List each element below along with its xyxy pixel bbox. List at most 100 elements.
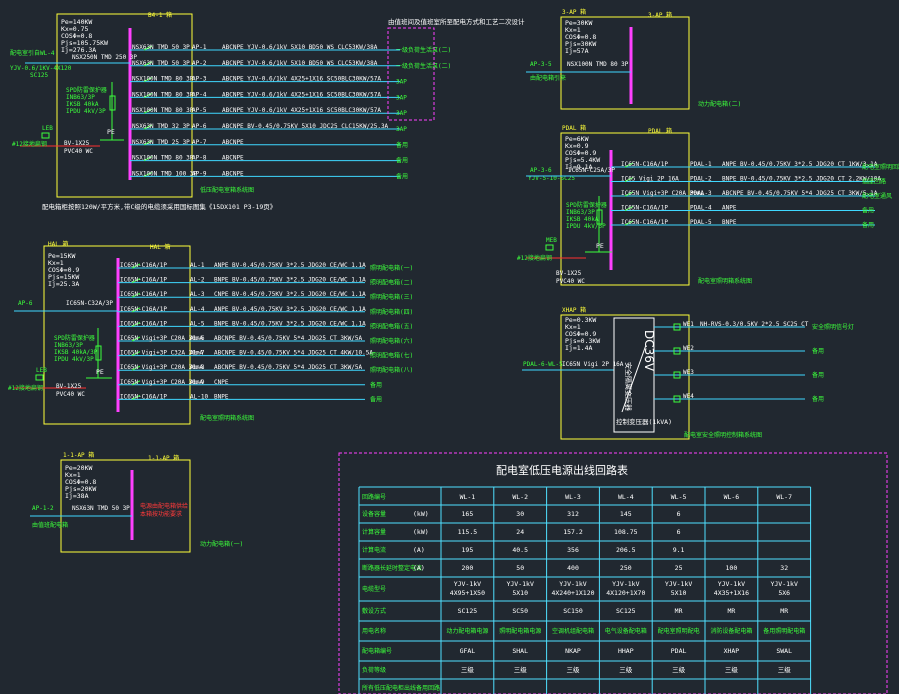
table-cell: YJV-1kV — [559, 580, 586, 588]
ground-cable: BV-1X25 — [56, 383, 82, 390]
breaker-symbol — [624, 191, 634, 197]
table-row-label: 计算容量 — [362, 528, 386, 536]
feeder-breaker: NSX100N TMD 80 3P — [132, 107, 194, 114]
ground-label: #12接地扁钢 — [517, 254, 552, 262]
incoming-breaker: IC65N-C32A/3P — [66, 300, 113, 307]
feeder-breaker: IC65N-C16A/1P — [120, 306, 167, 313]
incoming-breaker: IC65N-C25A/3P — [568, 167, 615, 174]
ground-conduit: PVC40 WC — [556, 278, 585, 285]
panel-caption: 低压配电室箱系统图 — [200, 186, 254, 194]
feeder-id: AP-9 — [192, 170, 207, 177]
feeder-breaker: IC65N-C16A/1P — [621, 205, 668, 212]
param-kx: Kx=1 — [65, 471, 81, 479]
panel-head-right: PDAL 箱 — [648, 127, 672, 135]
feeder-destination: 备用 — [812, 347, 824, 355]
param-kx: Kx=1 — [565, 26, 581, 34]
table-cell: 165 — [462, 510, 474, 518]
table-cell: 配电室照明配电 — [658, 627, 700, 635]
fuse-symbol — [673, 323, 681, 331]
panel-pdal: PDAL 箱 PDAL 箱 Pe=6KW Kx=0.9 COSΦ=0.9 Pjs… — [517, 124, 899, 286]
breaker-symbol — [131, 336, 141, 342]
table-cell: 50 — [516, 564, 524, 572]
table-cell: 动力配电箱电源 — [446, 627, 488, 635]
panel-head: 1-1-AP 箱 — [63, 451, 94, 459]
feeder-id: PDAL-2 — [690, 176, 712, 183]
feeder-breaker: IC65N-C16A/1P — [120, 393, 167, 400]
breaker-symbol — [143, 108, 153, 114]
feeder-breaker: IC65N-C16A/1P — [621, 219, 668, 226]
panel-head: B4-1 箱 — [148, 11, 172, 19]
feeder-spec: ANPE — [722, 205, 737, 212]
feeder-destination: 备用 — [396, 157, 408, 165]
meb-label: MEB — [546, 237, 557, 244]
table-cell: 108.75 — [614, 528, 638, 536]
feeder-destination: 备用 — [812, 371, 824, 379]
table-header-cell: WL-6 — [724, 493, 740, 501]
feeder-id: AL-6 — [190, 335, 205, 342]
breaker-symbol — [131, 394, 141, 400]
feeder-destination: 照明配电箱(二) — [370, 279, 413, 287]
breaker-symbol — [143, 171, 153, 177]
feeder-id: AP-1 — [192, 44, 207, 51]
feeder-id: AL-3 — [190, 291, 205, 298]
table-header-cell: WL-7 — [776, 493, 792, 501]
table-row-label: 断路器长延时整定电流 — [362, 564, 422, 572]
feeder-row: IC65 Vigi 2P 16A PDAL-2 BNPE BV-0.45/0.75K… — [611, 176, 886, 186]
table-cell: 400 — [567, 564, 579, 572]
feeder-breaker: IC65 Vigi 2P 16A — [621, 176, 679, 183]
table-cell: 电气设备配电箱 — [605, 627, 647, 635]
table-cell: 40.5 — [512, 546, 528, 554]
param-pe: Pe=15KW — [48, 252, 75, 260]
feeder-spec: ABCNPE — [222, 139, 244, 146]
feeder-breaker: IC65N-C16A/1P — [120, 262, 167, 269]
table-cell: 5X10 — [512, 589, 528, 597]
table-cell: MR — [727, 607, 735, 615]
spd-model: INB63/3P — [566, 209, 595, 216]
breaker-symbol — [143, 140, 153, 146]
param-pjs: Pjs=15KW — [48, 273, 79, 281]
table-cell: YJV-1kV — [665, 580, 692, 588]
param-cos: COSΦ=0.9 — [565, 330, 596, 338]
feeder-spec: ABCNPE BV-0.45/0.75KV 5X10 JDC25 CLC15KW… — [222, 123, 389, 130]
feeder-destination: 照明配电箱(五) — [370, 322, 413, 330]
feeder-spec: ANPE BV-0.45/0.75KV 3*2.5 JDG20 CT 1KW/3… — [722, 161, 878, 168]
breaker-symbol — [131, 321, 141, 327]
feeder-spec: BNPE BV-0.45/0.75KV 3*2.5 JDG20 CT 2.2KW… — [722, 176, 881, 183]
param-pjs: Pjs=0.3KW — [565, 337, 600, 345]
table-cell: 备用照明配电箱 — [763, 627, 805, 635]
table-cell: SC150 — [563, 607, 583, 615]
breaker-symbol — [624, 177, 634, 182]
feeder-breaker: IC65N Vigi+3P C20A 30mA — [621, 190, 704, 197]
table-cell: 6 — [677, 528, 681, 536]
incoming-note: AP-3-6 — [530, 167, 552, 174]
panel-head: HAL 箱 — [150, 243, 170, 251]
param-ij: Ij=1.4A — [565, 344, 592, 352]
panel-hal-box — [43, 245, 191, 425]
spd-label: SPD防雷保护器 — [566, 201, 607, 209]
breaker-symbol — [624, 162, 634, 168]
table-cell: XHAP — [724, 647, 740, 655]
panel-params: Pe=140KW Kx=0.75 COSΦ=0.8 Pjs=105.75KW I… — [61, 18, 108, 54]
feeder-id: AL-9 — [190, 379, 205, 386]
feeder-breaker: NSX63N TMD 32 3P — [132, 123, 190, 130]
spd-label: SPD防雷保护器 — [66, 86, 107, 94]
feeder-spec: ABCNPE YJV-0.6/1kV 4X25+1X16 SC50BLC30KW… — [222, 76, 381, 83]
feeder-id: AP-3 — [192, 76, 207, 83]
table-cell: 三级 — [619, 665, 633, 674]
incoming-cable: YJV-0.6/1KV-4X120 — [10, 65, 72, 72]
feeder-spec: ABCNPE — [222, 170, 244, 177]
table-title: 配电室低压电源出线回路表 — [496, 463, 628, 477]
spd-label: SPD防雷保护器 — [54, 334, 95, 342]
spd-rating: IKSB 40kA/3P — [54, 349, 98, 356]
